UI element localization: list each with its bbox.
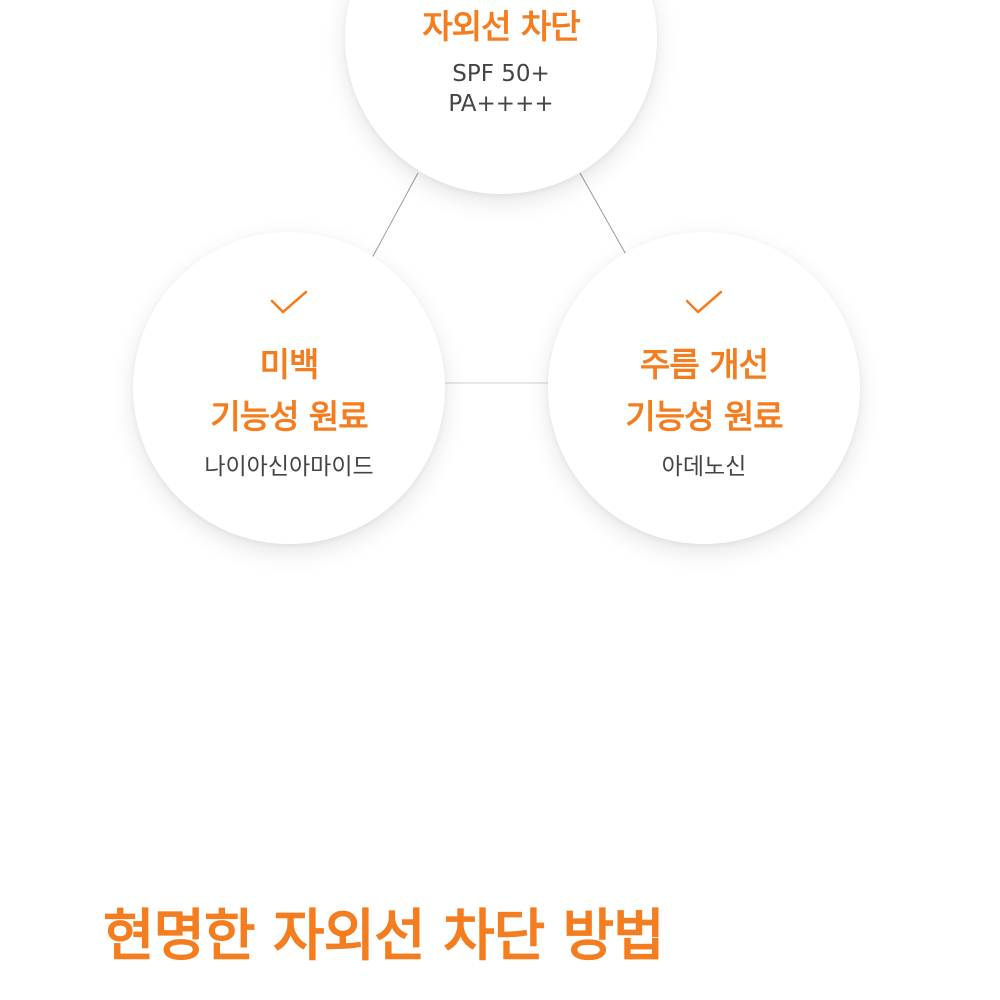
connector-lines <box>371 172 629 384</box>
connector-line-top-left <box>371 172 419 259</box>
wrinkle-care-title: 주름 개선 <box>640 345 769 384</box>
section-headline: 현명한 자외선 차단 방법 <box>103 904 665 969</box>
connector-line-top-right <box>579 172 629 259</box>
pa-value: PA++++ <box>448 91 554 117</box>
wrinkle-care-subtitle: 기능성 원료 <box>625 397 783 436</box>
whitening-ingredient: 나이아신아마이드 <box>204 454 374 480</box>
whitening-title: 미백 <box>259 345 320 384</box>
whitening-subtitle: 기능성 원료 <box>210 397 368 436</box>
whitening-circle: 미백 기능성 원료 나이아신아마이드 <box>133 232 445 544</box>
wrinkle-care-ingredient: 아데노신 <box>661 454 747 480</box>
check-icon <box>685 290 723 314</box>
wrinkle-care-circle: 주름 개선 기능성 원료 아데노신 <box>548 232 860 544</box>
uv-protection-title: 자외선 차단 <box>422 7 580 46</box>
check-icon <box>270 290 308 314</box>
spf-value: SPF 50+ <box>452 61 550 87</box>
